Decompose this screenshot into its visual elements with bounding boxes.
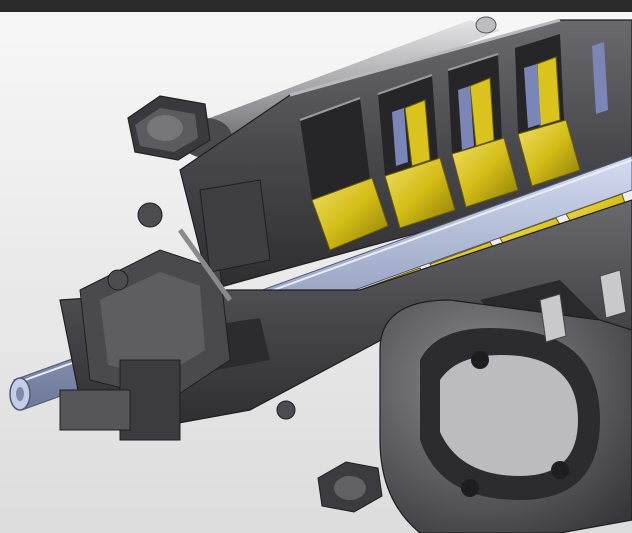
bottom-bolt xyxy=(317,461,383,513)
suction-flange xyxy=(379,299,632,533)
impeller-row-upper xyxy=(311,42,608,251)
top-border-strip xyxy=(0,0,632,12)
right-fittings xyxy=(539,269,627,343)
top-bolt xyxy=(127,95,211,161)
left-bolts xyxy=(107,202,296,420)
